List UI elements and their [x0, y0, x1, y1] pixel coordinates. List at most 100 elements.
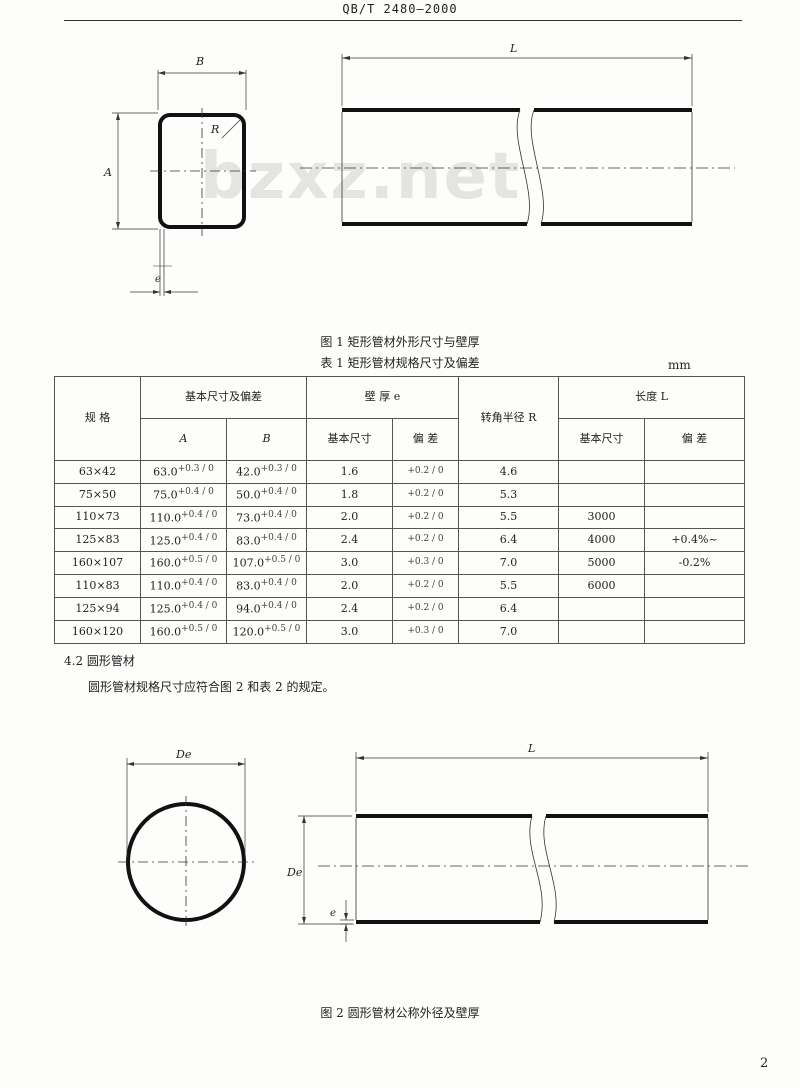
cell-A: 125.0+0.4 / 0 [140, 528, 227, 553]
cell-B-value: 107.0 [232, 557, 265, 571]
label-e: e [155, 274, 161, 285]
label-e-2: e [330, 908, 336, 919]
cell-A-tolerance: +0.4 / 0 [181, 532, 218, 543]
rect-side-view: L [300, 42, 735, 226]
cell-wall-dev: +0.2 / 0 [391, 482, 460, 507]
cell-radius: 6.4 [458, 528, 560, 553]
cell-wall-dev: +0.2 / 0 [391, 528, 460, 553]
section-text: 圆形管材规格尺寸应符合图 2 和表 2 的规定。 [88, 680, 335, 694]
cell-spec: 63×42 [54, 459, 141, 484]
table-1-rectangular-specs: 规 格 基本尺寸及偏差 壁 厚 e 转角半径 R 长度 L A B 基本尺寸 偏… [54, 376, 746, 644]
cell-length-basic: 6000 [558, 574, 646, 599]
label-R: R [210, 123, 219, 136]
cell-wall: 1.8 [306, 482, 393, 507]
cell-A: 110.0+0.4 / 0 [140, 505, 227, 530]
figure-1-caption: 图 1 矩形管材外形尺寸与壁厚 [320, 335, 480, 349]
cell-length-basic [558, 459, 646, 484]
cell-A-tolerance: +0.4 / 0 [181, 578, 218, 589]
cell-radius: 7.0 [458, 620, 560, 644]
cell-radius: 5.3 [458, 482, 560, 507]
cell-B-tolerance: +0.4 / 0 [260, 578, 297, 589]
th-wall-basic: 基本尺寸 [306, 417, 393, 461]
label-A: A [103, 166, 112, 179]
cell-wall: 2.0 [306, 574, 393, 599]
cell-A-value: 125.0 [149, 602, 182, 616]
th-spec: 规 格 [54, 376, 141, 461]
cell-wall-dev: +0.2 / 0 [391, 505, 460, 530]
cell-length-dev [644, 574, 746, 599]
cell-B-tolerance: +0.3 / 0 [260, 463, 297, 474]
cell-B: 120.0+0.5 / 0 [226, 620, 307, 644]
round-cross-section: De [118, 748, 254, 930]
cell-wall: 2.4 [306, 528, 393, 553]
cell-length-dev [644, 620, 746, 644]
table-1-unit: mm [668, 358, 691, 372]
cell-spec: 125×83 [54, 528, 141, 553]
label-De-top: De [175, 748, 192, 761]
cell-length-dev [644, 597, 746, 622]
cell-spec: 125×94 [54, 597, 141, 622]
watermark: bzxz.net [200, 140, 522, 214]
cell-A-value: 75.0 [153, 488, 178, 502]
cell-radius: 4.6 [458, 459, 560, 484]
cell-B-value: 94.0 [236, 602, 261, 616]
cell-length-dev: -0.2% [644, 551, 746, 576]
rect-cross-section: B A R e [103, 55, 256, 296]
th-wall-dev: 偏 差 [391, 417, 460, 461]
cell-A: 160.0+0.5 / 0 [140, 551, 227, 576]
cell-B: 83.0+0.4 / 0 [226, 574, 307, 599]
cell-wall-dev: +0.2 / 0 [391, 459, 460, 484]
cell-length-basic: 4000 [558, 528, 646, 553]
header-rule [64, 20, 742, 21]
figure-1-rectangular-tube-drawing: B A R e L [103, 42, 735, 296]
cell-A-value: 110.0 [149, 579, 182, 593]
page-number: 2 [760, 1056, 769, 1071]
cell-radius: 7.0 [458, 551, 560, 576]
cell-length-basic: 3000 [558, 505, 646, 530]
cell-length-dev: +0.4%~ [644, 528, 746, 553]
cell-wall: 3.0 [306, 551, 393, 576]
cell-length-dev [644, 505, 746, 530]
cell-B-tolerance: +0.5 / 0 [264, 624, 301, 635]
cell-B-tolerance: +0.4 / 0 [260, 486, 297, 497]
cell-A-tolerance: +0.5 / 0 [181, 555, 218, 566]
cell-spec: 75×50 [54, 482, 141, 507]
cell-B-value: 83.0 [236, 534, 261, 548]
cell-spec: 110×83 [54, 574, 141, 599]
cell-wall: 2.0 [306, 505, 393, 530]
cell-spec: 160×107 [54, 551, 141, 576]
cell-B-value: 42.0 [236, 465, 261, 479]
cell-spec: 110×73 [54, 505, 141, 530]
cell-A-value: 125.0 [149, 534, 182, 548]
cell-wall-dev: +0.3 / 0 [391, 620, 460, 644]
cell-wall-dev: +0.2 / 0 [391, 574, 460, 599]
cell-A: 110.0+0.4 / 0 [140, 574, 227, 599]
cell-radius: 5.5 [458, 505, 560, 530]
cell-B-value: 50.0 [236, 488, 261, 502]
th-basic-dims: 基本尺寸及偏差 [140, 376, 307, 419]
label-De-side: De [286, 866, 303, 879]
cell-wall: 2.4 [306, 597, 393, 622]
table-1-title: 表 1 矩形管材规格尺寸及偏差 [320, 356, 480, 370]
label-L: L [509, 42, 517, 55]
cell-radius: 6.4 [458, 597, 560, 622]
cell-B-value: 120.0 [232, 625, 265, 639]
cell-B: 94.0+0.4 / 0 [226, 597, 307, 622]
th-radius: 转角半径 R [458, 376, 560, 461]
cell-B-value: 73.0 [236, 511, 261, 525]
cell-B-tolerance: +0.4 / 0 [260, 601, 297, 612]
th-wall: 壁 厚 e [305, 376, 460, 419]
label-B: B [195, 55, 204, 68]
cell-length-basic [558, 482, 646, 507]
cell-A: 125.0+0.4 / 0 [140, 597, 227, 622]
cell-A-tolerance: +0.4 / 0 [177, 486, 214, 497]
figure-2-round-tube-drawing: De L De e [118, 742, 748, 942]
standard-number: QB/T 2480—2000 [342, 2, 458, 16]
cell-B: 83.0+0.4 / 0 [226, 528, 307, 553]
